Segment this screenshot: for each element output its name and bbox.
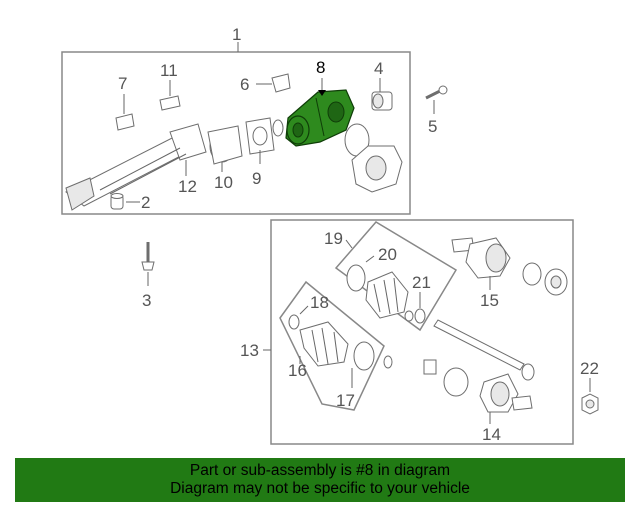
callout-10[interactable]: 10 <box>214 173 233 192</box>
differential-carrier-part-8-highlighted[interactable] <box>285 89 355 147</box>
gasket-part-9[interactable] <box>245 117 275 155</box>
callout-9[interactable]: 9 <box>252 169 261 188</box>
bushing-part-2[interactable] <box>110 193 124 210</box>
callout-13[interactable]: 13 <box>240 341 259 360</box>
axle-shaft[interactable] <box>433 319 535 381</box>
callout-20[interactable]: 20 <box>378 245 397 264</box>
axle-nut-part-22[interactable] <box>581 393 599 415</box>
bracket-part-7[interactable] <box>115 113 135 131</box>
diagram-notice-banner: Part or sub-assembly is #8 in diagram Di… <box>15 458 625 502</box>
callout-7[interactable]: 7 <box>118 74 127 93</box>
mount-part-6[interactable] <box>271 73 291 93</box>
group-box-1 <box>61 51 411 215</box>
boot-clamp-part-17[interactable] <box>353 341 375 371</box>
mount-bushing-part-4[interactable] <box>371 91 393 111</box>
callout-5[interactable]: 5 <box>428 117 437 136</box>
ring-small[interactable] <box>404 310 414 322</box>
callout-1[interactable]: 1 <box>232 25 241 44</box>
clip-small[interactable] <box>383 355 393 369</box>
callout-11[interactable]: 11 <box>160 61 178 80</box>
inner-cv-joint-part-14[interactable] <box>423 359 533 413</box>
group-box-16 <box>279 280 385 411</box>
outer-cv-joint-part-15[interactable] <box>451 237 511 279</box>
bolt-part-3[interactable] <box>141 242 155 271</box>
cv-boot-inner-part-16[interactable] <box>299 321 349 367</box>
callout-21[interactable]: 21 <box>412 273 431 292</box>
notice-line-part-number: Part or sub-assembly is #8 in diagram <box>189 462 451 479</box>
callout-16[interactable]: 16 <box>288 361 307 380</box>
group-box-13 <box>270 219 574 445</box>
callout-8[interactable]: 8 <box>316 58 325 77</box>
flange-part-10[interactable] <box>207 125 243 165</box>
clip-part-11[interactable] <box>159 95 181 111</box>
notice-line-disclaimer: Diagram may not be specific to your vehi… <box>170 480 470 497</box>
callout-17[interactable]: 17 <box>336 391 355 410</box>
ring-part-18[interactable] <box>288 314 300 330</box>
boot-clamp-part-20[interactable] <box>346 264 366 292</box>
inner-race[interactable] <box>544 268 568 296</box>
callout-19[interactable]: 19 <box>324 229 343 248</box>
o-ring[interactable] <box>272 119 284 137</box>
callout-3[interactable]: 3 <box>142 291 151 310</box>
callout-6[interactable]: 6 <box>240 75 249 94</box>
bolt-part-5[interactable] <box>425 85 448 100</box>
callout-2[interactable]: 2 <box>141 193 150 212</box>
bearing-cage[interactable] <box>522 262 542 286</box>
callout-18[interactable]: 18 <box>310 293 329 312</box>
callout-22[interactable]: 22 <box>580 359 599 378</box>
callout-4[interactable]: 4 <box>374 59 383 78</box>
differential-rear-cover[interactable] <box>351 145 403 193</box>
propeller-shaft[interactable] <box>65 123 207 211</box>
callout-12[interactable]: 12 <box>178 177 197 196</box>
cv-boot-outer[interactable] <box>365 271 409 319</box>
callout-15[interactable]: 15 <box>480 291 499 310</box>
ring-part-21[interactable] <box>414 308 426 324</box>
callout-14[interactable]: 14 <box>482 425 501 444</box>
